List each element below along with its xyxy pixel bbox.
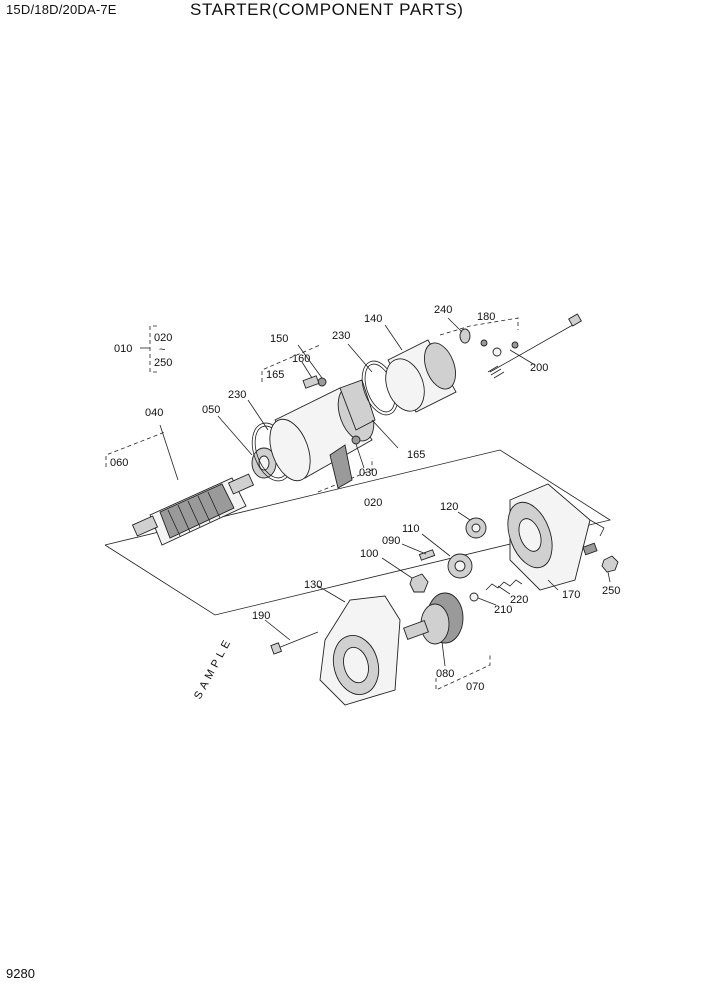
callout-220: 220: [510, 594, 528, 606]
callout-200: 200: [530, 362, 548, 374]
leader-060-group: [105, 431, 166, 467]
callout-090: 090: [382, 535, 400, 547]
brush-holder-part: [317, 377, 376, 445]
callout-165-left: 165: [266, 369, 284, 381]
callout-130: 130: [304, 579, 322, 591]
callout-100: 100: [360, 548, 378, 560]
callout-150: 150: [270, 333, 288, 345]
callout-210: 210: [494, 604, 512, 616]
callout-tilde: ~: [159, 344, 165, 356]
callout-120: 120: [440, 501, 458, 513]
callout-160: 160: [292, 353, 310, 365]
callout-050: 050: [202, 404, 220, 416]
callout-030: 030: [359, 467, 377, 479]
callout-250-right: 250: [602, 585, 620, 597]
watermark-text: SAMPLE: [192, 635, 235, 701]
cover-bolts: [459, 313, 582, 379]
leader-150-group: [261, 344, 321, 382]
callout-250-top: 250: [154, 357, 172, 369]
callout-165-right: 165: [407, 449, 425, 461]
spring-220: [485, 579, 523, 591]
bracket-010: [140, 325, 157, 373]
drive-housing-part: [319, 595, 401, 706]
callout-070: 070: [466, 681, 484, 693]
bearing-part: [251, 447, 277, 479]
page-number: 9280: [6, 966, 35, 981]
leader-180-group: [439, 317, 519, 336]
leader-lines: [159, 317, 611, 667]
bolt-190: [277, 631, 319, 649]
housing-part: [507, 483, 605, 591]
callout-230-top: 230: [332, 330, 350, 342]
callout-110: 110: [402, 523, 420, 535]
assembly-frame: [104, 449, 612, 616]
leader-020-group: [317, 458, 373, 493]
pin-090: [418, 549, 436, 561]
model-number: 15D/18D/20DA-7E: [6, 2, 117, 17]
page-title: STARTER(COMPONENT PARTS): [190, 0, 464, 19]
callout-190: 190: [252, 610, 270, 622]
callout-020-top: 020: [154, 332, 172, 344]
callout-010: 010: [114, 343, 132, 355]
callout-230-left: 230: [228, 389, 246, 401]
callout-240: 240: [434, 304, 452, 316]
callout-180: 180: [477, 311, 495, 323]
pinion-clutch-part: [403, 592, 464, 645]
callout-040: 040: [145, 407, 163, 419]
gear-110: [447, 553, 473, 579]
callout-140: 140: [364, 313, 382, 325]
armature-part: [131, 473, 255, 546]
callout-170: 170: [562, 589, 580, 601]
ball-210: [469, 592, 479, 602]
gear-120: [465, 517, 487, 539]
callout-060: 060: [110, 457, 128, 469]
nut-100: [409, 573, 429, 593]
screw-160: [302, 375, 320, 389]
nut-250: [601, 555, 619, 573]
callout-080: 080: [436, 668, 454, 680]
callout-020-bottom: 020: [364, 497, 382, 509]
end-cover-part: [385, 339, 457, 413]
